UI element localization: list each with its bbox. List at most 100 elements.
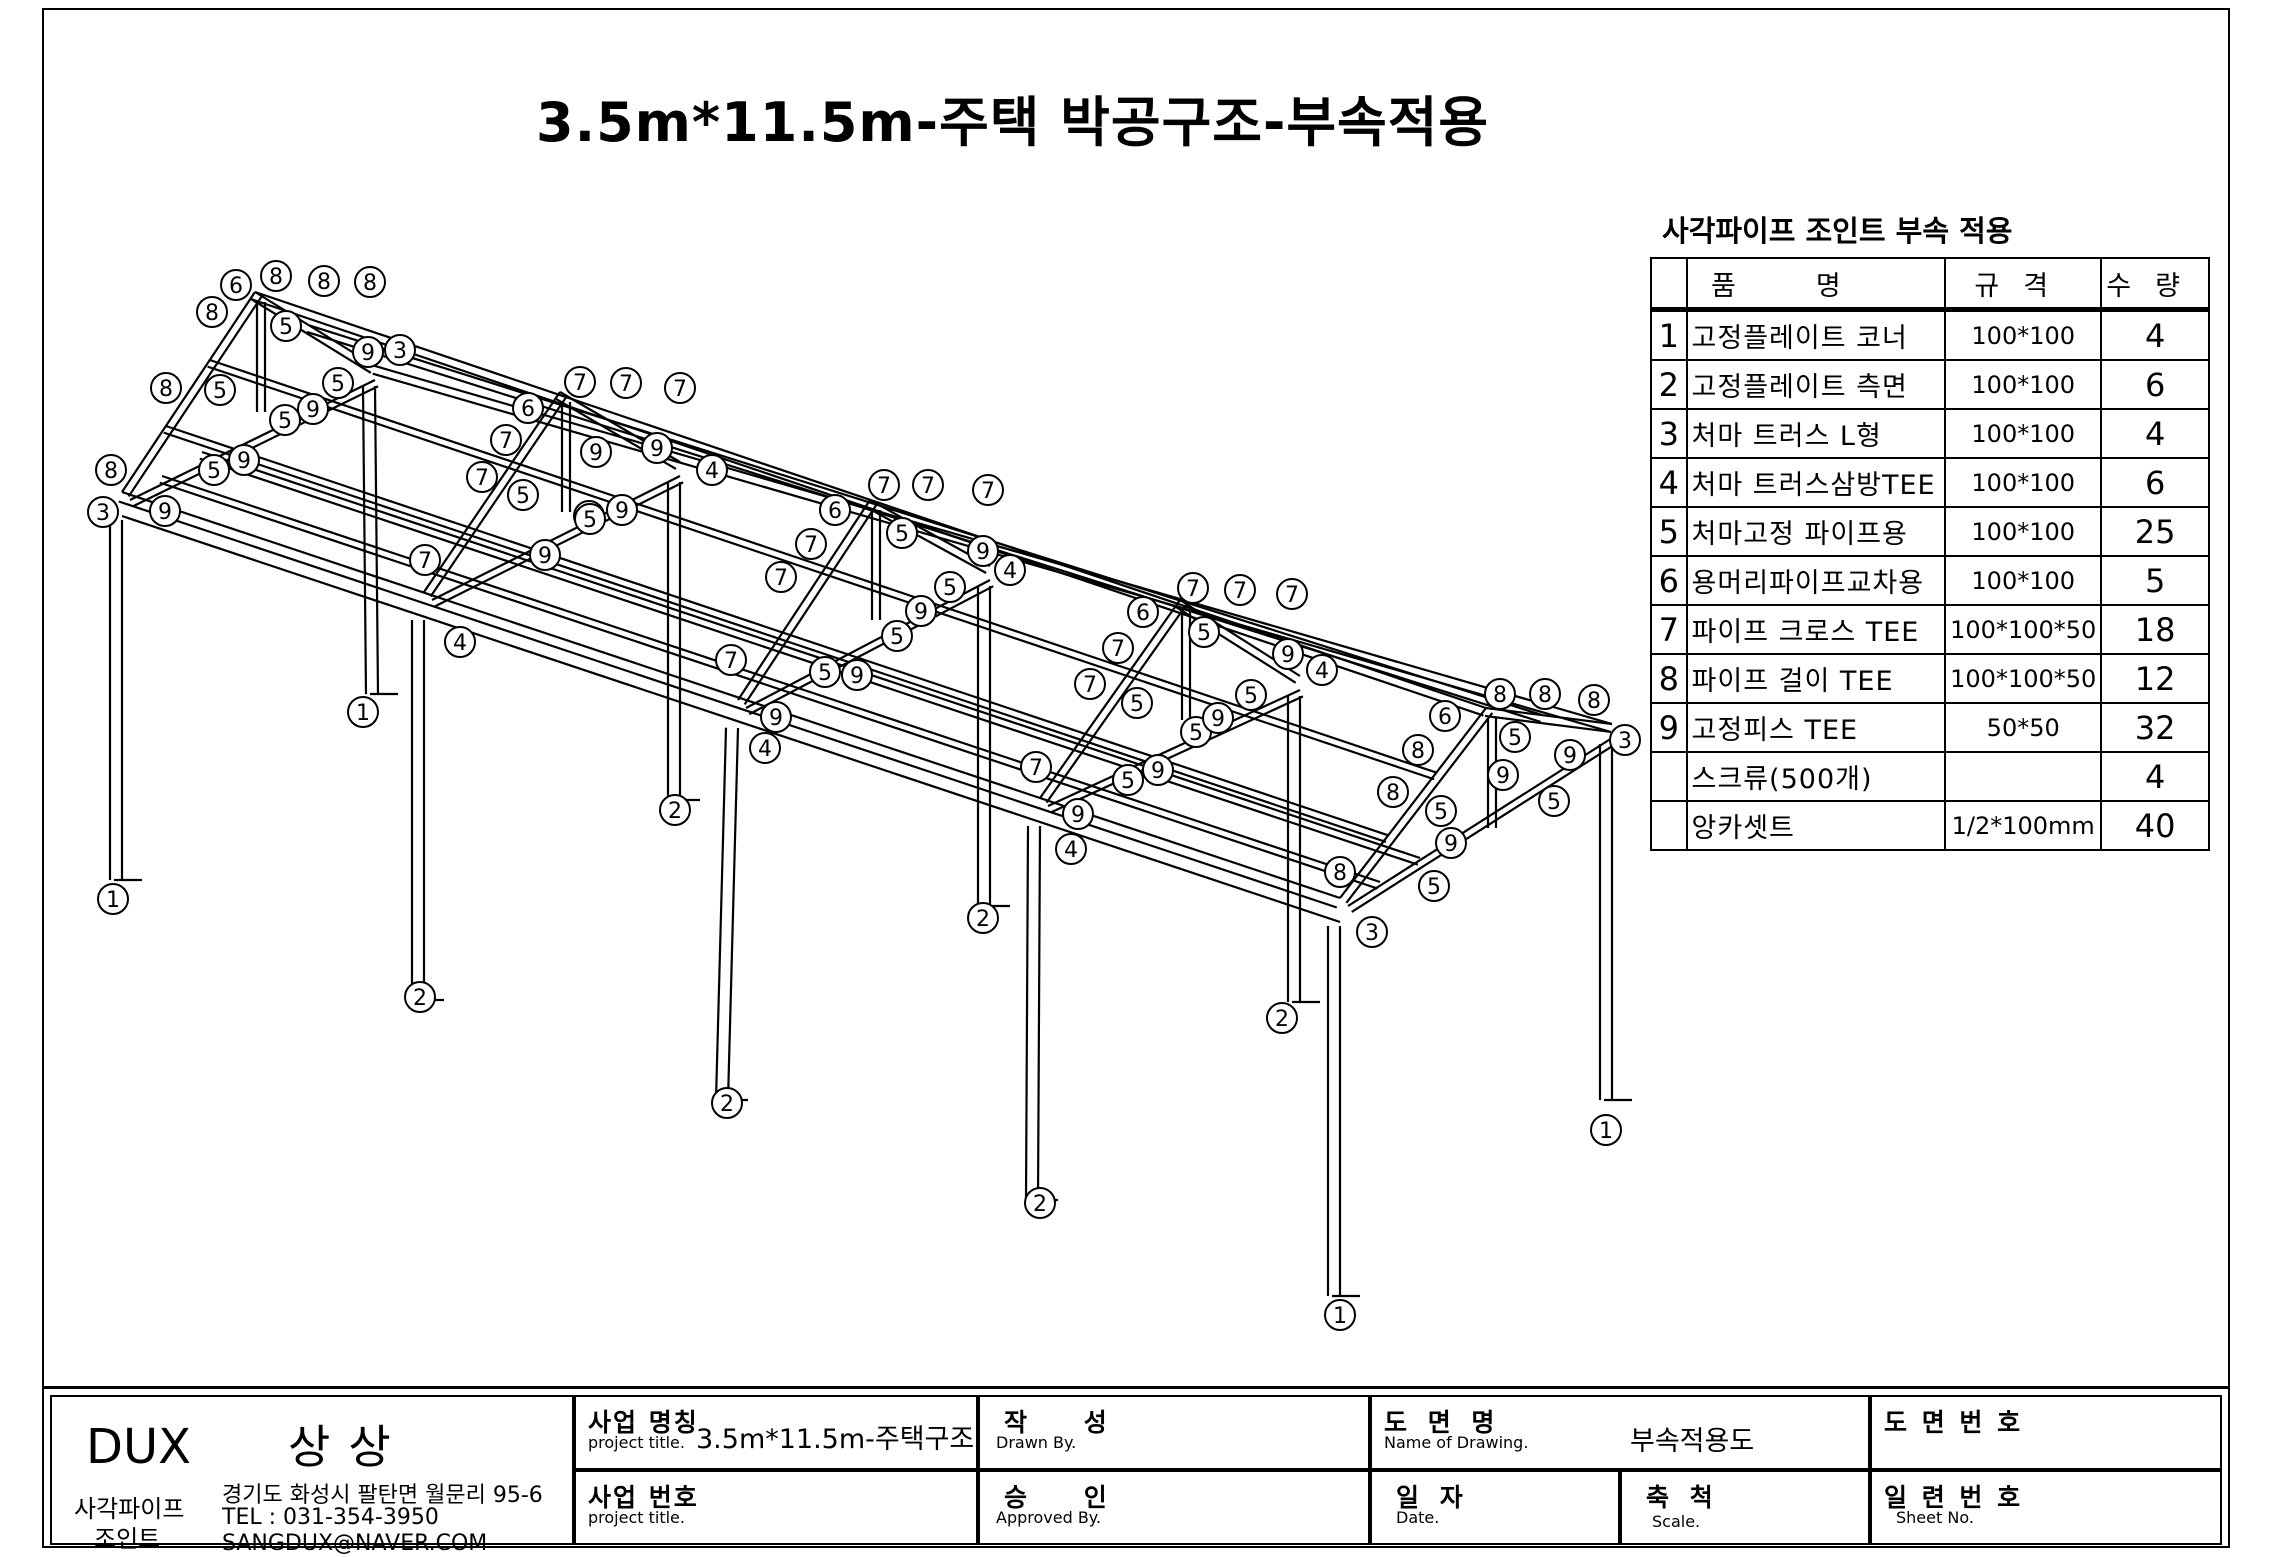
svg-text:5: 5 — [207, 459, 221, 484]
project-no-sub: project title. — [588, 1508, 685, 1527]
svg-text:9: 9 — [650, 437, 664, 462]
bom-item-name: 처마고정 파이프용 — [1685, 506, 1947, 557]
bom-item-spec: 100*100*50 — [1944, 604, 2103, 655]
svg-text:7: 7 — [804, 533, 818, 558]
company-cell: DUX 상상 사각파이프 조인트 경기도 화성시 팔탄면 월문리 95-6 TE… — [50, 1395, 574, 1556]
approved-by-sub: Approved By. — [996, 1508, 1102, 1527]
project-name-sub: project title. — [588, 1433, 685, 1452]
bom-item-name: 파이프 걸이 TEE — [1685, 653, 1947, 704]
drawing-title: 3.5m*11.5m-주택 박공구조-부속적용 — [536, 91, 1490, 154]
front-column — [1036, 825, 1042, 1201]
callout-5: 5 — [204, 374, 236, 406]
svg-text:1: 1 — [356, 701, 370, 726]
callout-9: 9 — [1062, 798, 1094, 830]
scale-cell: 축 척 Scale. — [1620, 1470, 1870, 1545]
svg-text:2: 2 — [976, 907, 990, 932]
svg-text:6: 6 — [1438, 705, 1452, 730]
bom-item-number — [1650, 800, 1688, 851]
purlin — [165, 424, 1389, 837]
svg-text:3: 3 — [96, 501, 110, 526]
callout-5: 5 — [1121, 687, 1153, 719]
rafter — [423, 391, 561, 593]
bom-item-spec: 1/2*100mm — [1944, 800, 2103, 851]
bom-item-number: 5 — [1650, 506, 1688, 557]
project-name-value: 3.5m*11.5m-주택구조 — [696, 1424, 975, 1455]
callout-1: 1 — [1324, 1299, 1356, 1331]
company-name-ko: 상상 — [288, 1420, 409, 1474]
project-no-cell: 사업 번호 project title. — [574, 1470, 978, 1545]
svg-text:5: 5 — [1189, 721, 1203, 746]
rafter — [127, 295, 263, 498]
svg-text:6: 6 — [1136, 601, 1150, 626]
company-address: 경기도 화성시 팔탄면 월문리 95-6 — [222, 1483, 543, 1508]
callout-5: 5 — [809, 656, 841, 688]
callout-5: 5 — [1112, 764, 1144, 796]
callout-8: 8 — [354, 266, 386, 298]
bom-item-spec: 100*100 — [1944, 359, 2103, 410]
rafter — [1045, 603, 1188, 804]
svg-text:9: 9 — [850, 664, 864, 689]
callout-5: 5 — [1538, 785, 1570, 817]
bom-header-qty: 수량 — [2100, 257, 2210, 312]
callout-1: 1 — [1590, 1114, 1622, 1146]
rafter — [1339, 707, 1487, 899]
bom-item-number: 8 — [1650, 653, 1688, 704]
callout-7: 7 — [795, 528, 827, 560]
callout-4: 4 — [1055, 833, 1087, 865]
purlin — [308, 324, 1544, 717]
callout-7: 7 — [466, 461, 498, 493]
callout-7: 7 — [1020, 751, 1052, 783]
callout-8: 8 — [1402, 734, 1434, 766]
svg-text:4: 4 — [1003, 559, 1017, 584]
bom-header-no — [1650, 257, 1688, 312]
svg-text:9: 9 — [1071, 803, 1085, 828]
drawing-name-value: 부속적용도 — [1630, 1426, 1755, 1457]
svg-text:9: 9 — [976, 540, 990, 565]
scale-sub: Scale. — [1652, 1512, 1701, 1531]
rafter — [743, 503, 878, 706]
callout-8: 8 — [1324, 856, 1356, 888]
callout-8: 8 — [196, 296, 228, 328]
bom-item-qty: 32 — [2100, 702, 2210, 753]
svg-text:2: 2 — [1033, 1192, 1047, 1217]
svg-text:9: 9 — [237, 449, 251, 474]
bom-item-qty: 18 — [2100, 604, 2210, 655]
front-column — [1024, 825, 1030, 1200]
callout-4: 4 — [444, 626, 476, 658]
callout-5: 5 — [881, 620, 913, 652]
svg-text:1: 1 — [1333, 1304, 1347, 1329]
rafter — [1484, 714, 1612, 734]
svg-text:7: 7 — [1111, 637, 1125, 662]
company-tel: TEL : 031-354-3950 — [222, 1505, 439, 1530]
callout-5: 5 — [507, 479, 539, 511]
svg-text:7: 7 — [981, 479, 995, 504]
bom-item-qty: 5 — [2100, 555, 2210, 606]
purlin — [207, 365, 1435, 781]
callout-9: 9 — [352, 336, 384, 368]
bom-item-number: 3 — [1650, 408, 1688, 459]
project-name-cell: 사업 명칭 project title. 3.5m*11.5m-주택구조 — [574, 1395, 978, 1470]
purlin — [209, 358, 1437, 774]
svg-text:9: 9 — [361, 341, 375, 366]
svg-text:5: 5 — [890, 625, 904, 650]
drawn-by-sub: Drawn By. — [996, 1433, 1077, 1452]
rafter — [250, 297, 372, 374]
callout-5: 5 — [1235, 679, 1267, 711]
callout-9: 9 — [297, 393, 329, 425]
svg-text:9: 9 — [1444, 832, 1458, 857]
svg-text:4: 4 — [758, 737, 772, 762]
svg-text:6: 6 — [229, 274, 243, 299]
callout-9: 9 — [1554, 739, 1586, 771]
svg-text:7: 7 — [499, 429, 513, 454]
bom-item-qty: 6 — [2100, 457, 2210, 508]
svg-text:7: 7 — [475, 466, 489, 491]
front-eave-beam — [118, 500, 1338, 909]
purlin — [306, 330, 1541, 723]
bom-item-qty: 12 — [2100, 653, 2210, 704]
tie-beam — [132, 385, 379, 508]
callout-3: 3 — [1609, 724, 1641, 756]
rafter — [1345, 712, 1494, 904]
callout-7: 7 — [664, 372, 696, 404]
